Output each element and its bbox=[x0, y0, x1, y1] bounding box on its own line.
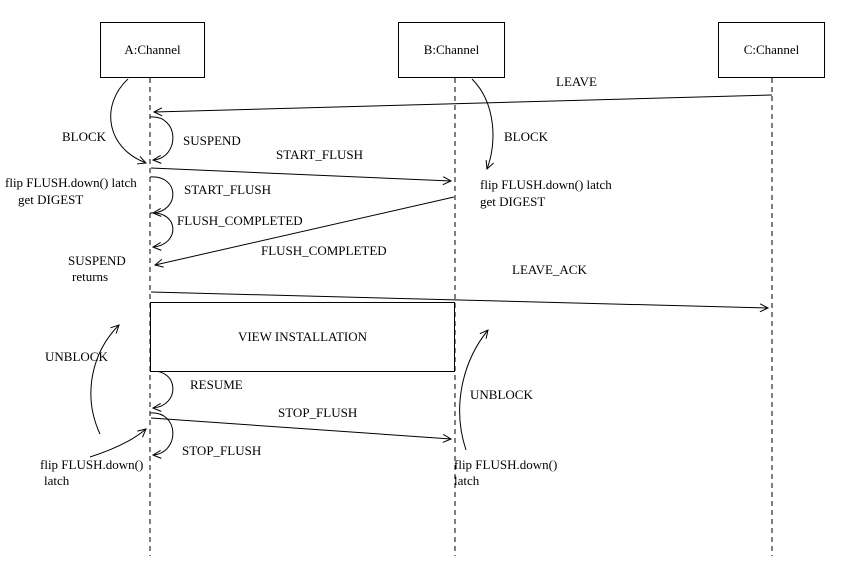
label-flip-b-line2: get DIGEST bbox=[480, 194, 546, 209]
label-unblock-a: UNBLOCK bbox=[45, 349, 108, 364]
label-flip-a-line1: flip FLUSH.down() latch bbox=[5, 175, 137, 190]
arrow-leave bbox=[152, 94, 773, 117]
label-flip-b-line1: flip FLUSH.down() latch bbox=[480, 177, 612, 192]
label-unblock-b: UNBLOCK bbox=[470, 387, 533, 402]
arrow-flush-completed bbox=[153, 196, 455, 268]
view-installation-label: VIEW INSTALLATION bbox=[237, 329, 368, 344]
actor-label-a: A:Channel bbox=[124, 42, 181, 57]
label-suspend-returns-2: returns bbox=[72, 269, 109, 284]
view-installation-frame: VIEW INSTALLATION bbox=[150, 302, 455, 372]
actor-label-c: C:Channel bbox=[743, 42, 800, 57]
label-start-flush-self: START_FLUSH bbox=[184, 182, 272, 197]
curve-block-a bbox=[110, 78, 148, 165]
arrow-stop-flush bbox=[150, 417, 453, 443]
loop-start-flush bbox=[149, 176, 174, 217]
actor-box-c: C:Channel bbox=[718, 22, 825, 78]
loop-flush-completed bbox=[149, 212, 174, 251]
label-flip-a-line2: get DIGEST bbox=[18, 192, 84, 207]
curve-flip-latch-a bbox=[89, 428, 147, 458]
label-flush-completed-self: FLUSH_COMPLETED bbox=[177, 213, 303, 228]
actor-box-a: A:Channel bbox=[100, 22, 205, 78]
label-suspend-returns-1: SUSPEND bbox=[68, 253, 126, 268]
label-resume-self: RESUME bbox=[190, 377, 243, 392]
arrow-start-flush bbox=[150, 167, 453, 186]
label-stop-flush-msg: STOP_FLUSH bbox=[278, 405, 358, 420]
label-stop-flush-self: STOP_FLUSH bbox=[182, 443, 262, 458]
curve-block-b bbox=[471, 78, 494, 171]
arrow-leave-ack bbox=[150, 291, 770, 313]
loop-stop-flush bbox=[149, 412, 174, 459]
label-leave-ack: LEAVE_ACK bbox=[512, 262, 587, 277]
label-flush-completed-msg: FLUSH_COMPLETED bbox=[261, 243, 387, 258]
label-flip-bottom-a-2: latch bbox=[44, 473, 70, 488]
actor-box-b: B:Channel bbox=[398, 22, 505, 78]
label-flip-bottom-b-1: flip FLUSH.down() bbox=[454, 457, 558, 472]
label-flip-bottom-a-1: flip FLUSH.down() bbox=[40, 457, 144, 472]
loop-suspend bbox=[149, 116, 174, 164]
actor-label-b: B:Channel bbox=[423, 42, 480, 57]
curve-unblock-a bbox=[90, 324, 120, 435]
curve-unblock-b bbox=[459, 329, 489, 451]
label-suspend-self: SUSPEND bbox=[183, 133, 241, 148]
label-block-b: BLOCK bbox=[504, 129, 549, 144]
label-start-flush-msg: START_FLUSH bbox=[276, 147, 364, 162]
label-flip-bottom-b-2: latch bbox=[454, 473, 480, 488]
loop-resume bbox=[149, 370, 174, 412]
label-leave: LEAVE bbox=[556, 74, 597, 89]
label-block-a: BLOCK bbox=[62, 129, 107, 144]
